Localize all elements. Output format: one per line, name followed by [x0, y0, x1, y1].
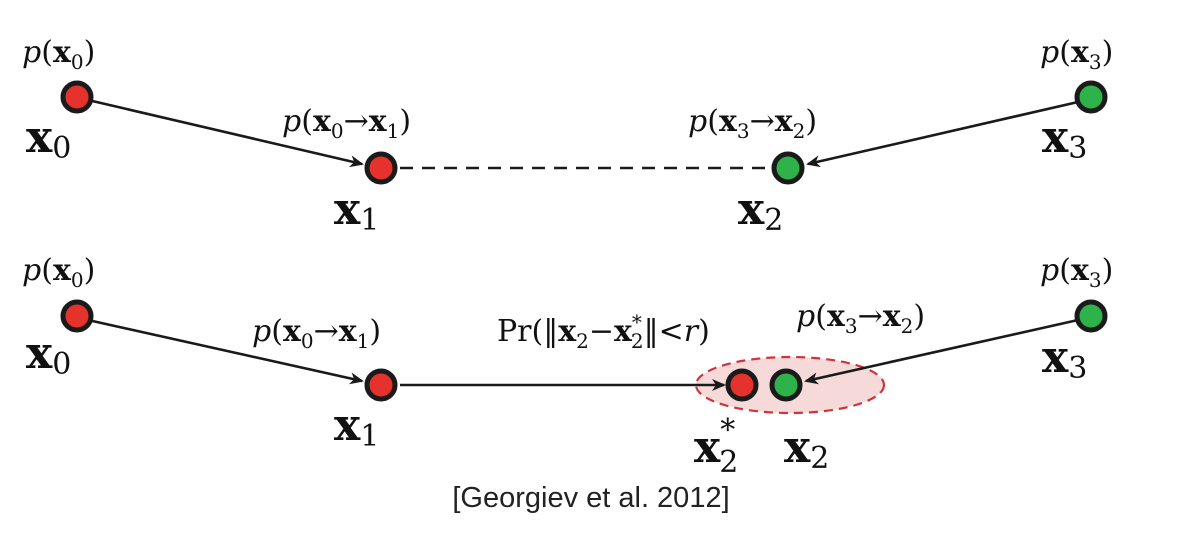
bottom-row: p(x0) p(x3) p(x0→x1) Pr(‖x2−x*2‖<r) p(x3… — [22, 253, 1113, 480]
bottom-label-p-x0: p(x0) — [22, 253, 95, 292]
bottom-label-x3: x3 — [1042, 332, 1087, 386]
bottom-label-x1: x1 — [334, 400, 379, 454]
top-label-p-x3: p(x3) — [1040, 35, 1113, 74]
top-label-p-x3-x2: p(x3→x2) — [688, 104, 817, 143]
top-node-x2 — [771, 151, 805, 185]
top-node-x0 — [60, 80, 94, 114]
bottom-edge-x0-x1 — [87, 318, 364, 385]
bottom-node-x0 — [60, 299, 94, 333]
bottom-edge-x3-x2 — [804, 318, 1079, 385]
bottom-node-x2-star — [725, 368, 759, 402]
top-label-x1: x1 — [334, 184, 379, 238]
bottom-label-x0: x0 — [26, 328, 71, 382]
top-label-p-x0-x1: p(x0→x1) — [282, 104, 411, 143]
bottom-node-x3 — [1074, 299, 1108, 333]
bottom-label-x2-star: x*2 — [694, 413, 738, 480]
bottom-label-p-x3: p(x3) — [1040, 253, 1113, 292]
top-node-x1 — [364, 151, 398, 185]
top-label-p-x0: p(x0) — [22, 35, 95, 74]
citation: [Georgiev et al. 2012] — [452, 482, 730, 514]
bottom-node-x1 — [364, 368, 398, 402]
top-edge-x3-x2 — [806, 100, 1079, 168]
top-node-x3 — [1074, 80, 1108, 114]
bottom-label-x2: x2 — [784, 422, 829, 476]
top-label-x2: x2 — [738, 184, 783, 238]
top-edge-x0-x1 — [87, 98, 364, 168]
bottom-label-p-x0-x1: p(x0→x1) — [252, 314, 381, 353]
top-label-x0: x0 — [26, 112, 71, 166]
top-label-x3: x3 — [1042, 112, 1087, 166]
top-row: p(x0) p(x3) p(x0→x1) p(x3→x2) x0 x1 x2 x… — [22, 35, 1113, 238]
bottom-node-x2 — [769, 368, 803, 402]
bottom-label-pr: Pr(‖x2−x*2‖<r) — [497, 310, 710, 353]
bottom-label-p-x3-x2: p(x3→x2) — [796, 299, 925, 338]
